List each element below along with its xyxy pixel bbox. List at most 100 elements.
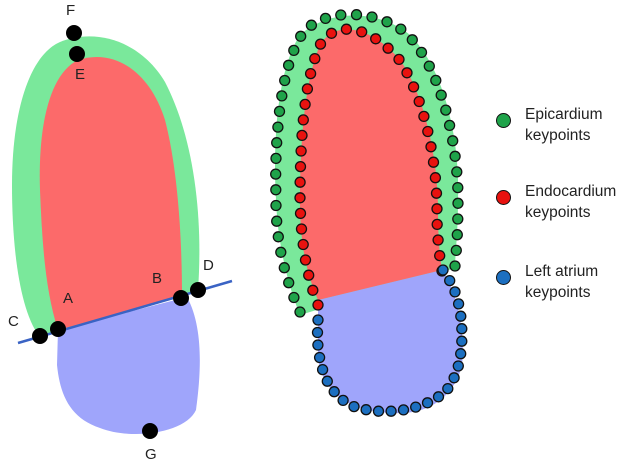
epicardium-keypoint <box>277 91 287 101</box>
left-atrium-keypoint <box>338 395 348 405</box>
left-atrium-keypoint <box>318 365 328 375</box>
legend-label-line2: keypoints <box>525 202 616 223</box>
left-atrium-keypoint <box>411 402 421 412</box>
endocardium-keypoint <box>414 97 424 107</box>
epicardium-keypoint <box>275 106 285 116</box>
epicardium-keypoint <box>295 307 305 317</box>
endocardium-keypoint <box>313 300 323 310</box>
left-atrium-keypoint <box>361 405 371 415</box>
left-atrium-keypoint <box>457 324 467 334</box>
epicardium-keypoint <box>336 10 346 20</box>
epicardium-keypoint <box>279 263 289 273</box>
left-atrium-keypoint <box>399 405 409 415</box>
endocardium-keypoint <box>371 34 381 44</box>
epicardium-keypoint <box>453 183 463 193</box>
left-atrium-keypoint <box>349 402 359 412</box>
epicardium-keypoint <box>352 10 362 20</box>
landmark-d-label: D <box>203 257 214 274</box>
left-atrium-keypoint <box>386 406 396 416</box>
legend-item-endocardium: Endocardium keypoints <box>496 181 616 223</box>
epicardium-keypoint <box>441 105 451 115</box>
endocardium-keypoint <box>302 84 312 94</box>
epicardium-keypoint <box>453 214 463 224</box>
epicardium-keypoint <box>272 138 282 148</box>
endocardium-keypoint <box>429 157 439 167</box>
legend-label: Left atrium keypoints <box>525 261 598 303</box>
legend-label-line2: keypoints <box>525 282 598 303</box>
left-atrium-keypoint <box>329 387 339 397</box>
endocardium-keypoint <box>430 173 440 183</box>
left-atrium-keypoint <box>313 315 323 325</box>
endocardium-keypoint <box>341 24 351 34</box>
epicardium-keypoint <box>382 17 392 27</box>
epicardium-keypoint <box>407 35 417 45</box>
epicardium-keypoint <box>452 230 462 240</box>
epicardium-keypoint <box>445 120 455 130</box>
epicardium-keypoint <box>396 24 406 34</box>
legend-label-line1: Endocardium <box>525 181 616 202</box>
epicardium-keypoint <box>289 293 299 303</box>
epicardium-keypoint <box>276 247 286 257</box>
epicardium-keypoint <box>367 12 377 22</box>
landmark-g-point <box>142 423 158 439</box>
left-atrium-keypoint <box>454 299 464 309</box>
epicardium-keypoint <box>271 201 281 211</box>
endocardium-keypoint <box>296 146 306 156</box>
landmark-b-label: B <box>152 270 162 287</box>
landmark-f-point <box>66 25 82 41</box>
blue-dot-icon <box>496 270 511 285</box>
endocardium-keypoint <box>432 188 442 198</box>
endocardium-keypoint <box>300 99 310 109</box>
epicardium-keypoint <box>452 167 462 177</box>
left-atrium-keypoint <box>313 328 323 338</box>
endocardium-keypoint <box>296 162 306 172</box>
legend-label-line1: Epicardium <box>525 104 603 125</box>
endocardium-keypoint <box>298 115 308 125</box>
epicardium-keypoint <box>289 45 299 55</box>
epicardium-keypoint <box>272 216 282 226</box>
endocardium-keypoint <box>423 127 433 137</box>
endocardium-keypoint <box>402 68 412 78</box>
landmark-a-label: A <box>63 290 73 307</box>
landmark-g-label: G <box>145 446 157 463</box>
epicardium-keypoint <box>273 122 283 132</box>
left-atrium-keypoint <box>450 287 460 297</box>
endocardium-keypoint <box>433 235 443 245</box>
endocardium-keypoint <box>298 240 308 250</box>
epicardium-keypoint <box>284 60 294 70</box>
endocardium-keypoint <box>327 28 337 38</box>
endocardium-keypoint <box>432 204 442 214</box>
left-atrium-keypoint <box>438 265 448 275</box>
annotated-heart: F E A B C D G <box>8 2 232 463</box>
left-atrium-keypoint <box>457 336 467 346</box>
epicardium-keypoint <box>431 75 441 85</box>
left-atrium-keypoint <box>456 311 466 321</box>
endocardium-keypoint <box>357 27 367 37</box>
epicardium-keypoint <box>417 47 427 57</box>
left-atrium-keypoint <box>445 276 455 286</box>
endocardium-keypoint <box>297 224 307 234</box>
epicardium-keypoint <box>284 278 294 288</box>
legend-label: Epicardium keypoints <box>525 104 603 146</box>
left-atrium-keypoint <box>313 340 323 350</box>
endocardium-keypoint <box>297 130 307 140</box>
epicardium-keypoint <box>453 198 463 208</box>
left-atrium-keypoint <box>374 406 384 416</box>
legend-label: Endocardium keypoints <box>525 181 616 223</box>
landmark-c-point <box>32 328 48 344</box>
landmark-e-point <box>69 46 85 62</box>
keypoint-heart <box>271 10 467 417</box>
legend-item-epicardium: Epicardium keypoints <box>496 104 603 146</box>
epicardium-keypoint <box>448 136 458 146</box>
endocardium-keypoint <box>310 54 320 64</box>
endocardium-keypoint <box>304 270 314 280</box>
left-atrium-keypoint <box>423 398 433 408</box>
landmark-a-point <box>50 321 66 337</box>
left-atrium-keypoint <box>434 392 444 402</box>
legend-label-line2: keypoints <box>525 125 603 146</box>
left-atrium-keypoint <box>322 376 332 386</box>
epicardium-keypoint <box>271 169 281 179</box>
left-atrium-keypoint <box>453 361 463 371</box>
endocardium-keypoint <box>419 111 429 121</box>
landmark-d-point <box>190 282 206 298</box>
